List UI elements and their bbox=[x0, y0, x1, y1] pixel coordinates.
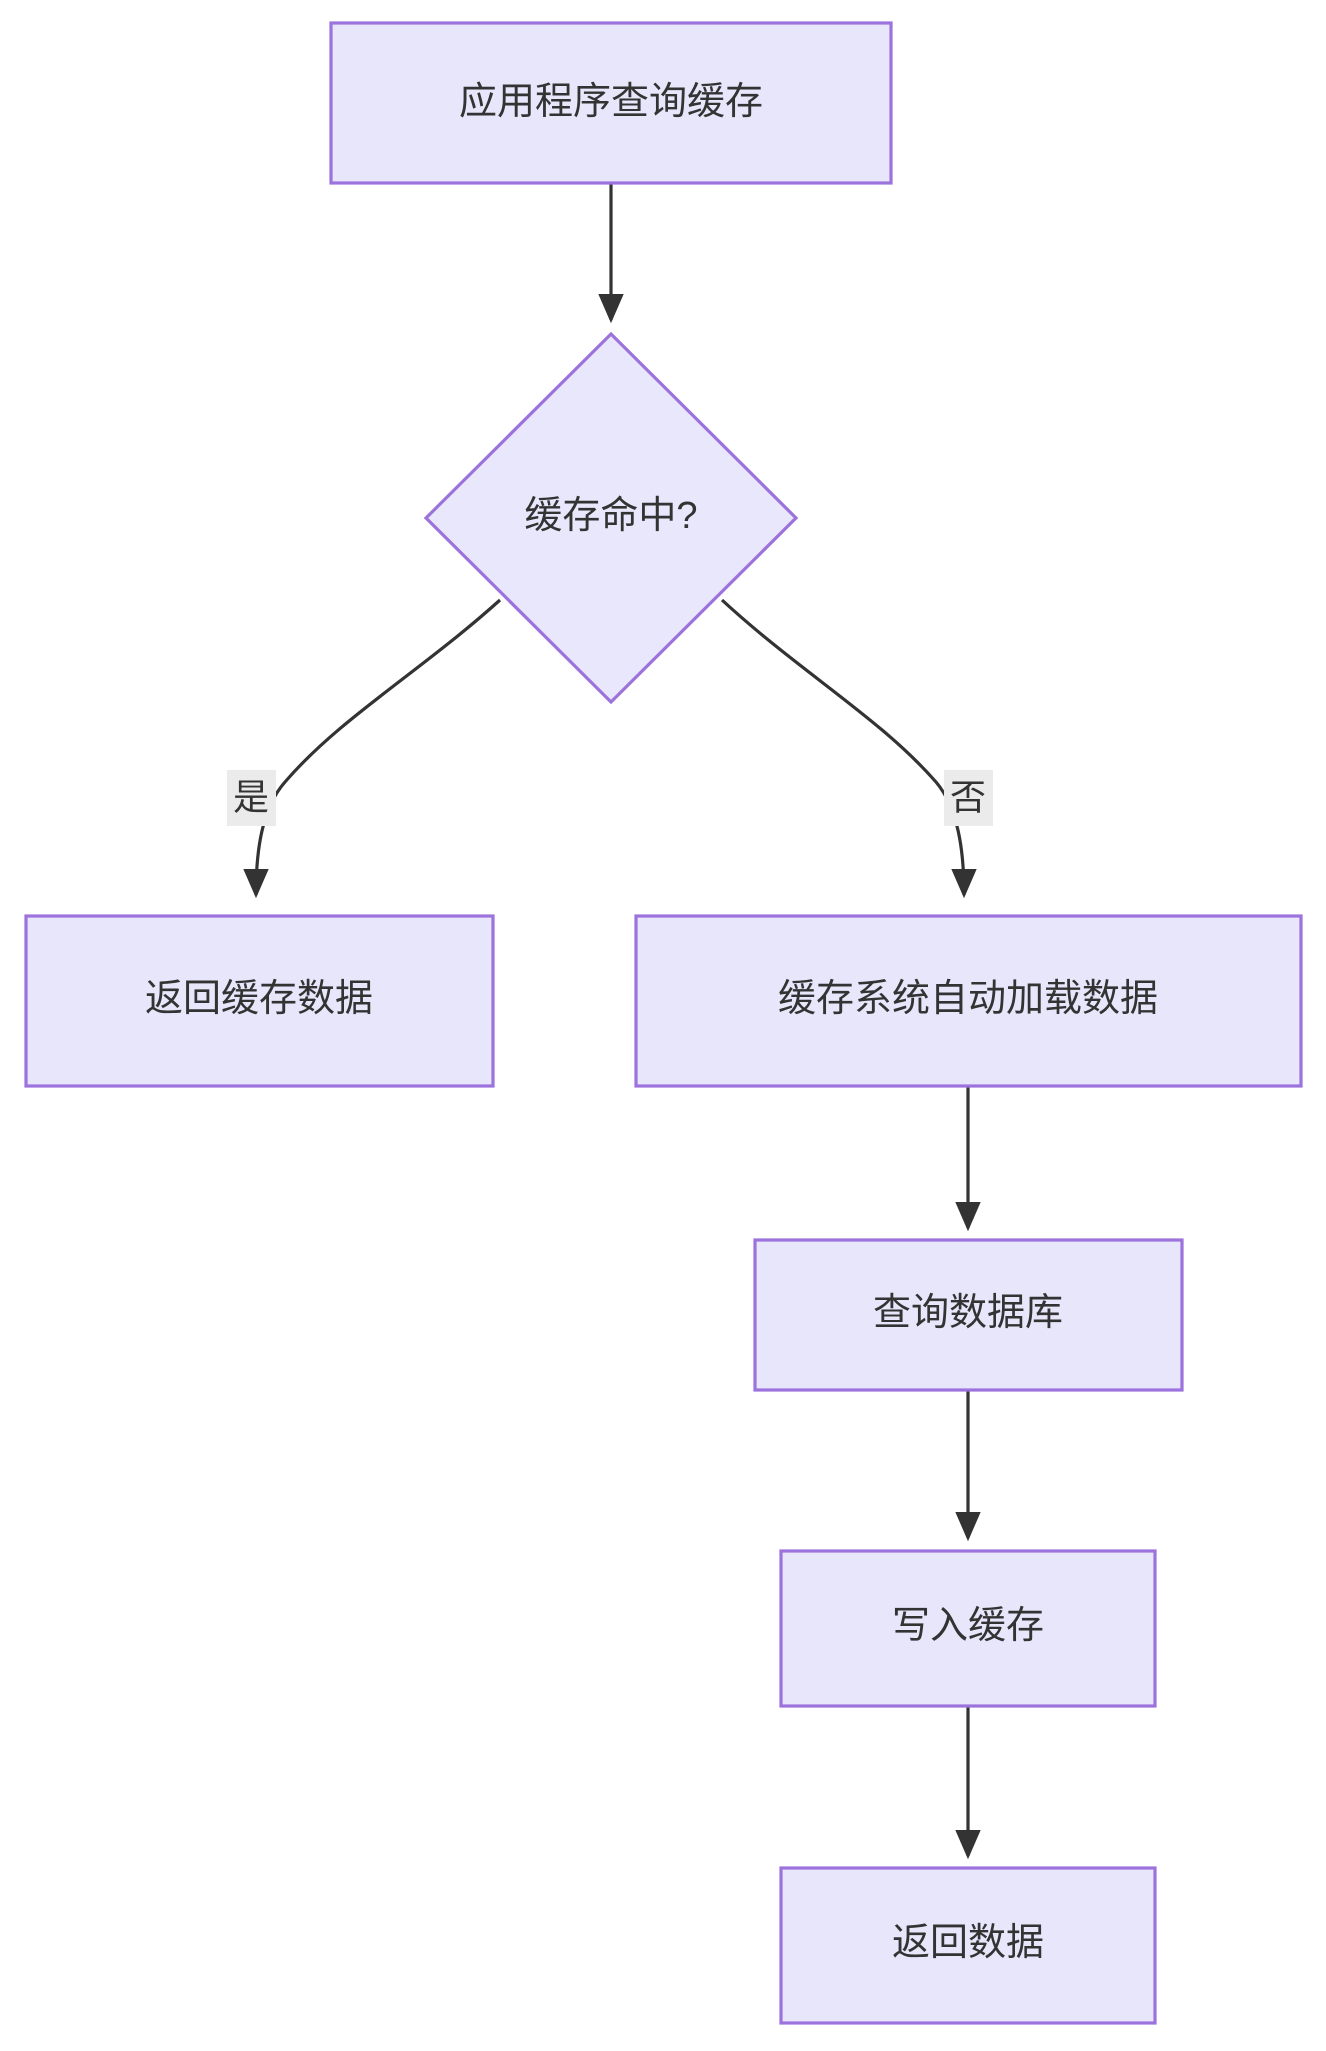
node-n6-label: 写入缓存 bbox=[892, 1605, 1044, 1647]
edge-label-no-text: 否 bbox=[950, 777, 986, 818]
node-n2[interactable]: 缓存命中? bbox=[423, 331, 799, 705]
node-n1-shape[interactable] bbox=[329, 21, 893, 185]
node-n5[interactable]: 查询数据库 bbox=[753, 1238, 1184, 1392]
node-n7-shape[interactable] bbox=[779, 1866, 1157, 2025]
node-n7[interactable]: 返回数据 bbox=[779, 1866, 1157, 2025]
nodes-layer: 应用程序查询缓存 缓存命中? 返回缓存数据 缓存系统自动加载数据 查询数据库 bbox=[24, 21, 1303, 2025]
edge-label-yes-background bbox=[227, 770, 276, 826]
node-n2-shape[interactable] bbox=[423, 331, 799, 705]
node-n1[interactable]: 应用程序查询缓存 bbox=[329, 21, 893, 185]
node-n4[interactable]: 缓存系统自动加载数据 bbox=[634, 914, 1303, 1088]
node-n3-label: 返回缓存数据 bbox=[145, 978, 373, 1020]
node-n1-label: 应用程序查询缓存 bbox=[459, 81, 763, 123]
node-n5-label: 查询数据库 bbox=[873, 1292, 1063, 1334]
node-n5-shape[interactable] bbox=[753, 1238, 1184, 1392]
edge-label-yes-text: 是 bbox=[233, 777, 269, 818]
node-n3[interactable]: 返回缓存数据 bbox=[24, 914, 495, 1088]
edge-n2-n3-yes bbox=[243, 598, 502, 899]
edge-label-yes: 是 bbox=[227, 770, 276, 826]
edges-layer bbox=[243, 183, 981, 1860]
node-n4-label: 缓存系统自动加载数据 bbox=[778, 978, 1158, 1020]
node-n7-label: 返回数据 bbox=[892, 1922, 1044, 1964]
node-n2-label: 缓存命中? bbox=[524, 495, 697, 537]
edge-labels-layer: 是 否 bbox=[227, 770, 993, 826]
edge-label-no-background bbox=[944, 770, 993, 826]
edge-n2-n4-no bbox=[720, 598, 977, 899]
node-n6[interactable]: 写入缓存 bbox=[779, 1549, 1157, 1708]
edge-label-no: 否 bbox=[944, 770, 993, 826]
node-n3-shape[interactable] bbox=[24, 914, 495, 1088]
node-n4-shape[interactable] bbox=[634, 914, 1303, 1088]
node-n6-shape[interactable] bbox=[779, 1549, 1157, 1708]
